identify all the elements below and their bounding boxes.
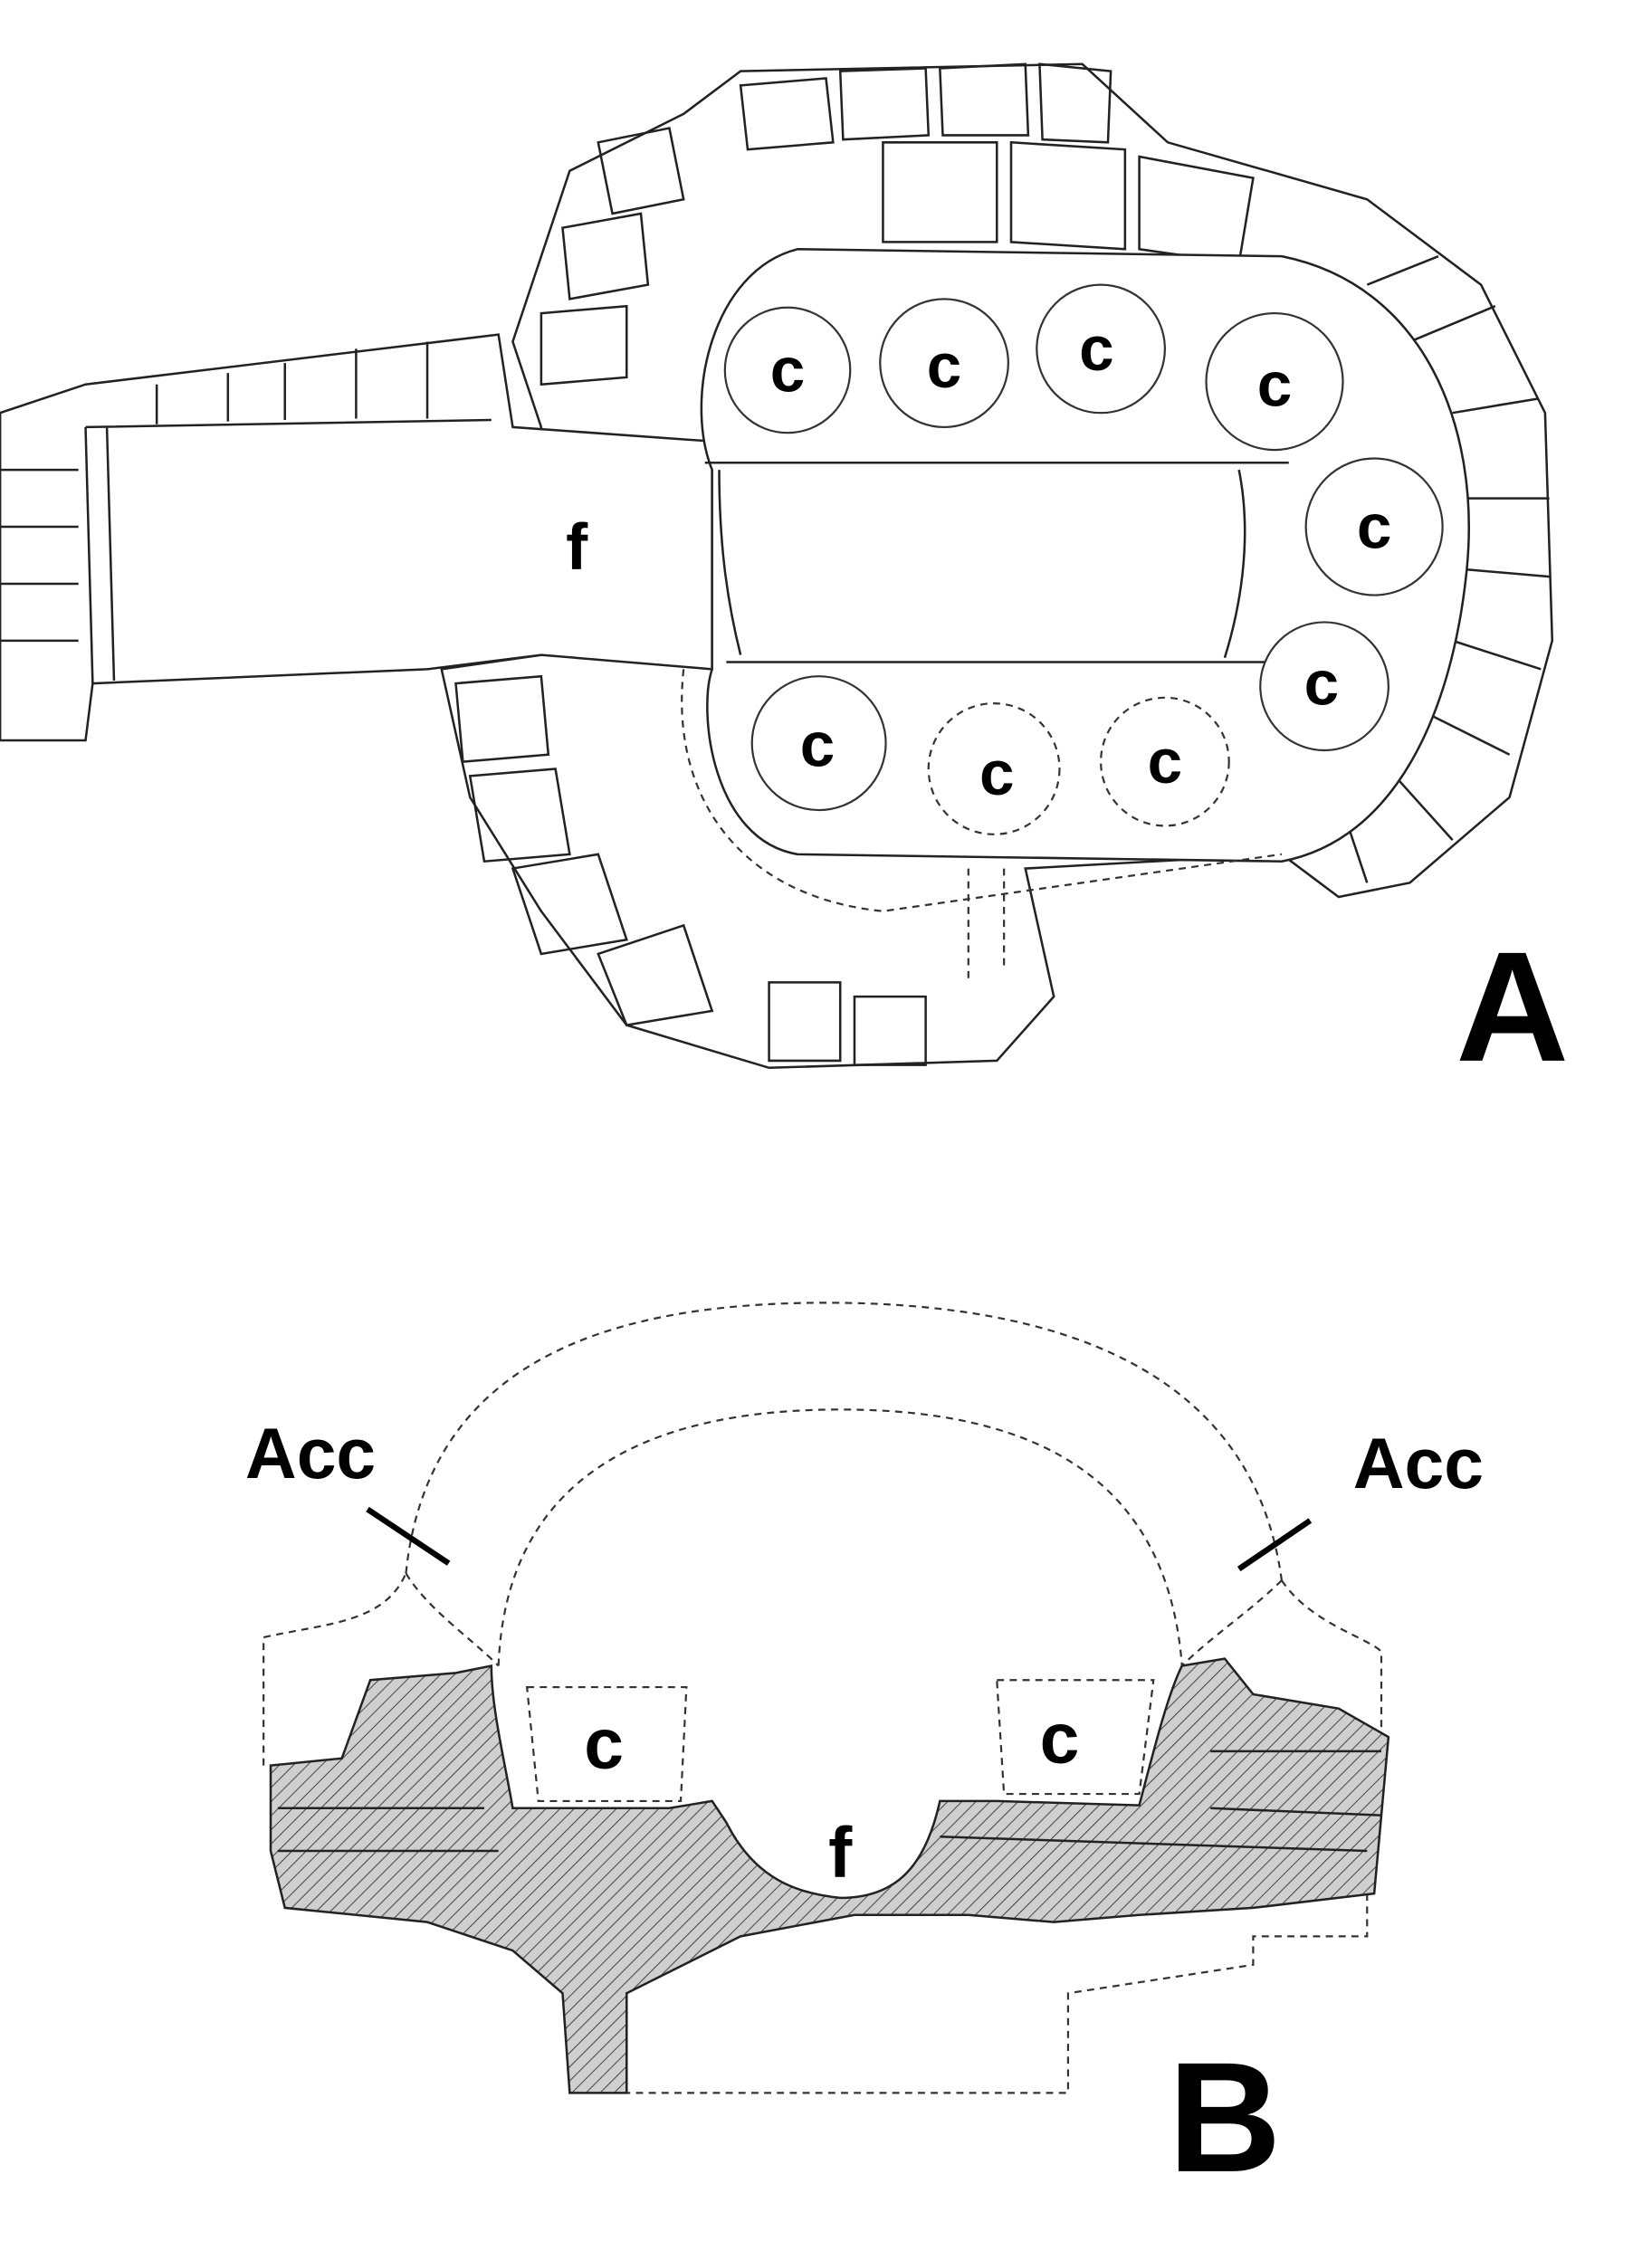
panel-a-plan: c c c c c c c c c f A [0, 62, 1569, 1094]
cell-label: c [1257, 348, 1293, 419]
cell-label: c [1304, 648, 1340, 719]
cell-label: c [1148, 726, 1183, 796]
access-label: Acc [1353, 1424, 1484, 1503]
panel-label-b: B [1168, 2029, 1281, 2205]
cell-label: c [1079, 313, 1114, 384]
cell-label: c [800, 709, 836, 779]
access-pointer [1237, 1518, 1313, 1572]
firebox-label: f [566, 510, 588, 584]
outer-dome [405, 1302, 1283, 1581]
flue-corridor [0, 333, 713, 742]
access-label: Acc [245, 1414, 376, 1493]
masonry-section [269, 1657, 1390, 2094]
cell-label: c [584, 1704, 624, 1784]
cell-label: c [927, 330, 961, 401]
panel-label-a: A [1456, 919, 1569, 1094]
panel-b-section: c c f Acc Acc B [245, 1302, 1484, 2205]
inner-dome [497, 1408, 1183, 1666]
cell-label: c [979, 738, 1015, 808]
access-pointer [366, 1506, 451, 1566]
cell-label: c [1040, 1698, 1080, 1778]
cell-label: c [770, 335, 806, 405]
wall-blocks [454, 62, 1550, 1066]
cell-label: c [1357, 491, 1392, 562]
firebox-label: f [828, 1812, 853, 1892]
cells [723, 283, 1444, 835]
